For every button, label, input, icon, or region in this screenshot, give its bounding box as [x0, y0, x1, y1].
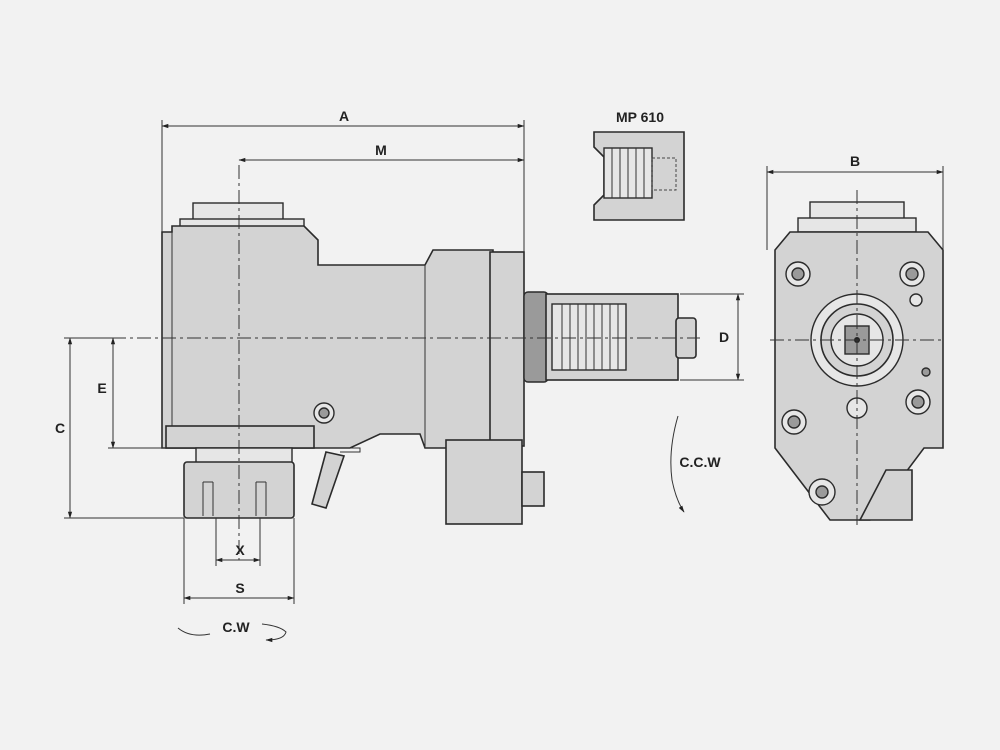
lever-bracket	[320, 447, 361, 453]
collet-slot-2	[255, 481, 267, 516]
cw-label: C.W	[222, 619, 250, 635]
cw-arrow-icon	[177, 623, 287, 640]
dim-b-label: B	[850, 153, 860, 169]
mp610-label: MP 610	[616, 109, 664, 125]
side-view: A M C E D X S C.W	[55, 108, 744, 640]
front-view: B	[766, 153, 945, 525]
front-lower-block	[858, 469, 913, 521]
spline-teeth	[561, 304, 619, 370]
dim-x-label: X	[235, 542, 245, 558]
front-small-hole	[909, 293, 923, 307]
dim-s-label: S	[235, 580, 244, 596]
front-screws	[781, 261, 931, 435]
dim-a-label: A	[339, 108, 349, 124]
collar	[165, 425, 315, 449]
dim-d-label: D	[719, 329, 729, 345]
shank-ring	[523, 291, 549, 383]
dim-m-label: M	[375, 142, 387, 158]
mp610-insert	[651, 157, 677, 191]
screw-socket	[318, 407, 330, 419]
front-tiny-hole	[921, 367, 931, 377]
collet-slot-1	[202, 481, 214, 516]
mp610-detail: MP 610	[593, 109, 685, 221]
ccw-label: C.C.W	[679, 454, 721, 470]
dim-c-label: C	[55, 420, 65, 436]
mp610-thread	[611, 148, 645, 198]
side-nut	[521, 471, 545, 507]
spline	[551, 303, 627, 371]
flange	[489, 251, 525, 447]
ccw-arrow-icon	[670, 415, 685, 513]
dim-e-label: E	[97, 380, 106, 396]
lower-block	[445, 439, 523, 525]
ccw-indicator: C.C.W	[670, 415, 721, 513]
main-body	[161, 225, 494, 449]
lever	[311, 451, 346, 509]
